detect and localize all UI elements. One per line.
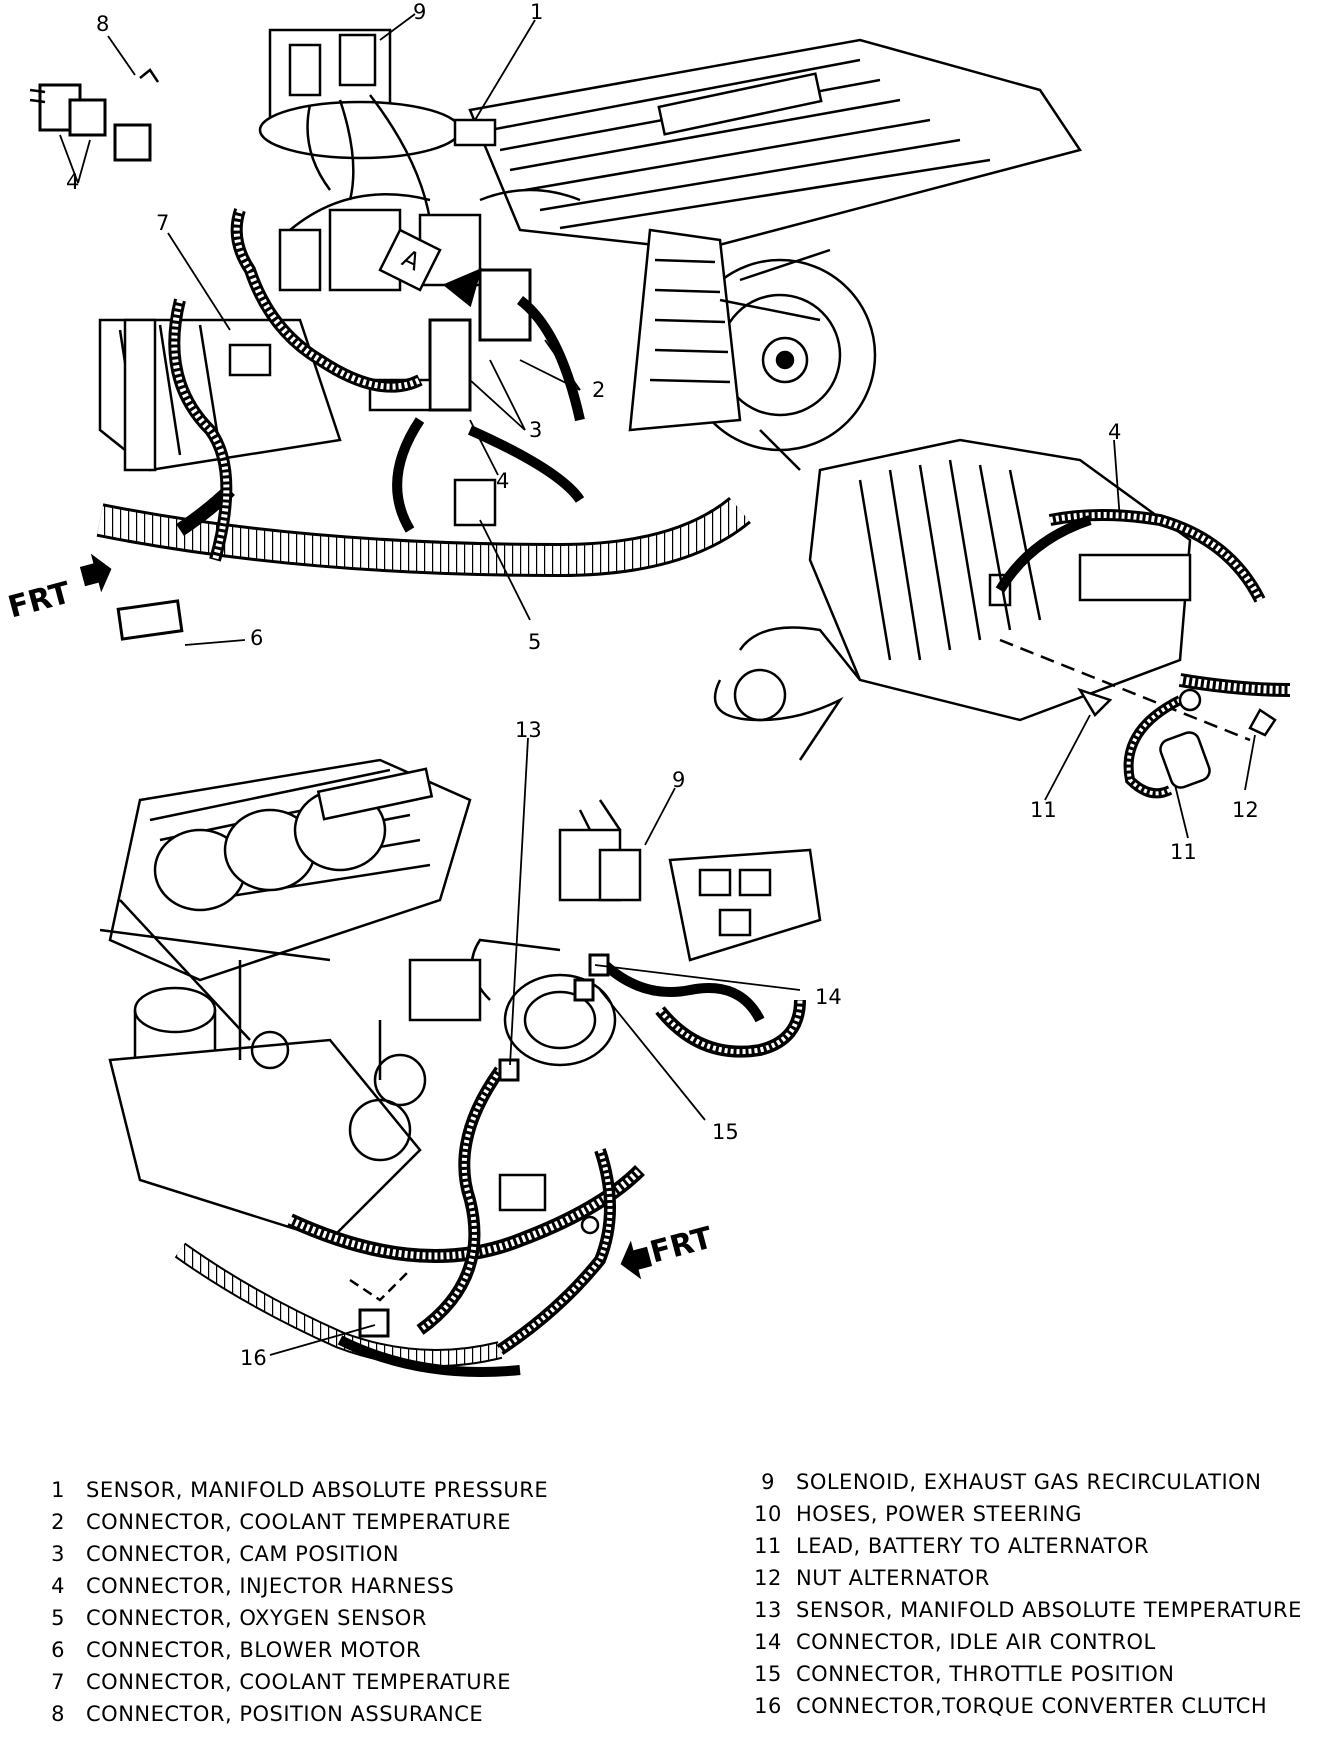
callout-11-left: 11 [1030,798,1057,822]
alternator-view [713,438,1291,799]
legend-text: SENSOR, MANIFOLD ABSOLUTE TEMPERATURE [796,1598,1302,1622]
legend-item: 14 CONNECTOR, IDLE AIR CONTROL [748,1630,1156,1654]
callout-3: 3 [529,418,543,442]
legend-number: 5 [51,1606,65,1630]
legend-text: CONNECTOR, INJECTOR HARNESS [86,1574,455,1598]
legend-item: 7 CONNECTOR, COOLANT TEMPERATURE [38,1670,511,1694]
legend-item: 13 SENSOR, MANIFOLD ABSOLUTE TEMPERATURE [748,1598,1302,1622]
callout-9-top: 9 [413,0,427,24]
top-engine-view [29,28,1083,641]
legend-text: CONNECTOR, IDLE AIR CONTROL [796,1630,1156,1654]
legend-number: 15 [754,1662,782,1686]
legend-text: CONNECTOR, COOLANT TEMPERATURE [86,1670,512,1694]
frt-arrow-icon-top [79,553,112,593]
legend-number: 7 [51,1670,65,1694]
callout-15: 15 [712,1120,739,1144]
legend-item: 8 CONNECTOR, POSITION ASSURANCE [38,1702,483,1726]
callout-13: 13 [515,718,542,742]
bottom-engine-view [99,758,822,1377]
callout-2: 2 [592,378,606,402]
callout-11-right: 11 [1170,840,1197,864]
legend-item: 16 CONNECTOR,TORQUE CONVERTER CLUTCH [748,1694,1267,1718]
callout-1: 1 [530,0,544,24]
legend-text: HOSES, POWER STEERING [796,1502,1083,1526]
legend-number: 2 [51,1510,65,1534]
legend-number: 12 [754,1566,782,1590]
legend-item: 11 LEAD, BATTERY TO ALTERNATOR [748,1534,1149,1558]
legend-item: 15 CONNECTOR, THROTTLE POSITION [748,1662,1175,1686]
legend-number: 6 [51,1638,65,1662]
legend-text: CONNECTOR, OXYGEN SENSOR [86,1606,427,1630]
legend-number: 16 [754,1694,782,1718]
legend-text: CONNECTOR, POSITION ASSURANCE [86,1702,484,1726]
legend-text: CONNECTOR, THROTTLE POSITION [796,1662,1175,1686]
callout-7: 7 [156,211,170,235]
legend-number: 14 [754,1630,782,1654]
legend-item: 12 NUT ALTERNATOR [748,1566,990,1590]
legend-number: 8 [51,1702,65,1726]
legend-text: LEAD, BATTERY TO ALTERNATOR [796,1534,1150,1558]
callout-12: 12 [1232,798,1259,822]
legend-number: 4 [51,1574,65,1598]
legend-item: 4 CONNECTOR, INJECTOR HARNESS [38,1574,454,1598]
legend-item: 6 CONNECTOR, BLOWER MOTOR [38,1638,421,1662]
legend-item: 2 CONNECTOR, COOLANT TEMPERATURE [38,1510,511,1534]
legend-right: 9 SOLENOID, EXHAUST GAS RECIRCULATION 10 H… [748,1470,1328,1738]
frt-arrow-icon-bottom [620,1240,653,1280]
legend-item: 10 HOSES, POWER STEERING [748,1502,1082,1526]
callout-6: 6 [250,626,264,650]
legend-number: 13 [754,1598,782,1622]
legend-text: CONNECTOR, COOLANT TEMPERATURE [86,1510,512,1534]
callout-9-bottom: 9 [672,768,686,792]
legend-item: 9 SOLENOID, EXHAUST GAS RECIRCULATION [748,1470,1261,1494]
legend-text: CONNECTOR, CAM POSITION [86,1542,400,1566]
legend-item: 5 CONNECTOR, OXYGEN SENSOR [38,1606,427,1630]
legend-item: 3 CONNECTOR, CAM POSITION [38,1542,399,1566]
callout-4-alternator: 4 [1108,420,1122,444]
callout-8: 8 [96,12,110,36]
legend-number: 1 [51,1478,65,1502]
legend-number: 3 [51,1542,65,1566]
leader-lines [59,13,1256,1356]
legend-number: 11 [754,1534,782,1558]
callout-4-top-left: 4 [66,170,80,194]
legend-item: 1 SENSOR, MANIFOLD ABSOLUTE PRESSURE [38,1478,548,1502]
callout-14: 14 [815,985,842,1009]
legend-text: SENSOR, MANIFOLD ABSOLUTE PRESSURE [86,1478,549,1502]
callout-16: 16 [240,1346,267,1370]
legend-text: CONNECTOR,TORQUE CONVERTER CLUTCH [796,1694,1268,1718]
callout-5: 5 [528,630,542,654]
legend-text: SOLENOID, EXHAUST GAS RECIRCULATION [796,1470,1262,1494]
callout-4-top-center: 4 [496,469,510,493]
legend-text: CONNECTOR, BLOWER MOTOR [86,1638,422,1662]
legend-number: 9 [761,1470,775,1494]
legend-text: NUT ALTERNATOR [796,1566,990,1590]
legend-number: 10 [754,1502,782,1526]
